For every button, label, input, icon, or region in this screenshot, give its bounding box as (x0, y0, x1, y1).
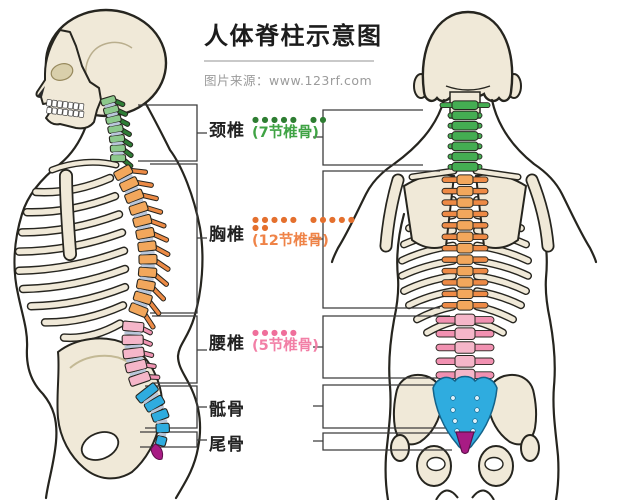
bracket-right-lumbar (313, 315, 450, 379)
spine-side-view (100, 95, 171, 460)
back-sacrum (432, 375, 498, 450)
thoracic-dots-row1: ●●●●● ●●●●● (252, 215, 358, 224)
back-lumbar-vertebrae (435, 313, 495, 382)
side-sacrum-vertebrae (135, 382, 170, 447)
pelvis-back (390, 374, 540, 500)
cervical-label-text: 颈椎 (209, 121, 245, 141)
nasal-opening (37, 86, 45, 98)
bracket-left-cervical (138, 104, 207, 162)
lumbar-count-text: (5节椎骨) (252, 337, 319, 354)
label-thoracic: 胸椎 ●●●●● ●●●●● ●● (12节椎骨) (209, 215, 358, 249)
bracket-left-sacrum (145, 385, 207, 429)
side-cervical-vertebrae (100, 95, 134, 169)
humerus-side (59, 169, 77, 261)
thoracic-label-text: 胸椎 (209, 225, 245, 245)
side-back-outline (144, 102, 204, 500)
back-thoracic-vertebrae (441, 174, 489, 311)
thoracic-count-text: (12节椎骨) (252, 232, 329, 249)
label-sacrum: 骶骨 (209, 395, 245, 420)
occiput-line (445, 85, 491, 91)
back-left-side-outline (384, 212, 406, 500)
bracket-right-thoracic (313, 170, 440, 309)
side-view-skeleton (13, 8, 204, 500)
clavicle (48, 158, 120, 174)
back-left-shoulder-outline (330, 98, 446, 264)
sacrum-label-text: 骶骨 (209, 400, 245, 420)
header: 人体脊柱示意图 图片来源：www.123rf.com (204, 16, 390, 89)
spine-back-view (432, 100, 498, 455)
section-brackets (138, 104, 452, 451)
title-divider (204, 60, 374, 62)
label-lumbar: 腰椎 ●●●●● (5节椎骨) (209, 328, 319, 354)
skull-side (35, 8, 168, 130)
side-thoracic-vertebrae (113, 164, 171, 330)
back-right-shoulder-outline (490, 98, 598, 264)
teeth (46, 99, 85, 118)
thoracic-dots-row2: ●● (252, 223, 271, 233)
bracket-right-coccyx (313, 432, 452, 451)
lumbar-label-text: 腰椎 (209, 334, 245, 354)
side-coccyx (150, 443, 164, 460)
rib-cage-side (14, 173, 130, 343)
bracket-left-thoracic (150, 163, 207, 314)
label-coccyx: 尾骨 (209, 430, 245, 455)
back-right-side-outline (538, 212, 560, 500)
bracket-left-lumbar (152, 315, 207, 384)
lumbar-dots: ●●●●● (252, 328, 300, 338)
cervical-dots: ●●●●● ●● (252, 115, 329, 125)
coccyx-label-text: 尾骨 (209, 435, 245, 455)
scapulae-and-humeri (379, 167, 555, 253)
page-title: 人体脊柱示意图 (204, 22, 383, 50)
head-back (421, 10, 514, 103)
label-cervical: 颈椎 ●●●●● ●● (7节椎骨) (209, 115, 329, 141)
bracket-right-cervical (313, 109, 423, 166)
eye-socket (50, 63, 74, 81)
back-cervical-vertebrae (439, 100, 491, 172)
image-source-credit: 图片来源：www.123rf.com (204, 73, 373, 88)
side-lumbar-vertebrae (121, 320, 161, 387)
cervical-count-text: (7节椎骨) (252, 124, 319, 141)
bracket-right-sacrum (313, 384, 452, 429)
back-coccyx (455, 431, 475, 455)
